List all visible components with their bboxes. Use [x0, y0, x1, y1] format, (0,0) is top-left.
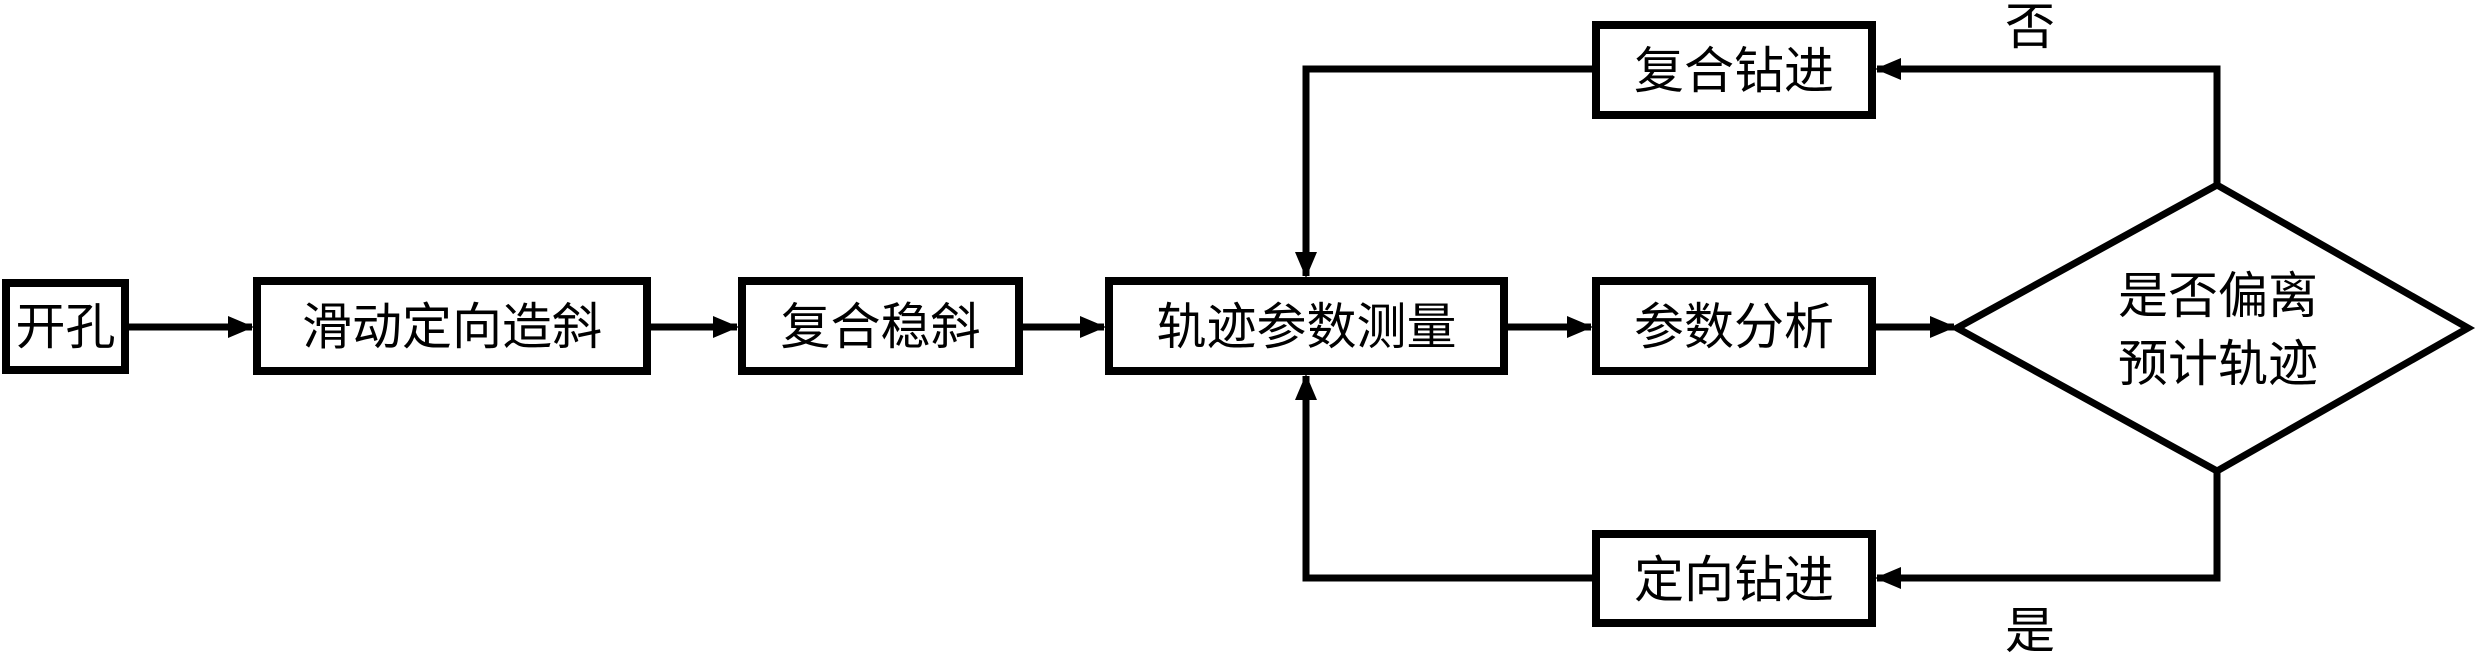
node-fuhe-wenxie-label: 复合稳斜 — [781, 298, 981, 356]
node-huadong-label: 滑动定向造斜 — [302, 298, 602, 356]
node-guiji-celiang-label: 轨迹参数测量 — [1157, 298, 1457, 356]
node-huadong-dingxiang-zaoxie: 滑动定向造斜 — [253, 277, 651, 375]
node-guiji-celiang-box — [1105, 277, 1508, 375]
node-fuhe-wenxie-box — [738, 277, 1023, 375]
node-decision-pianli: 是否偏离 预计轨迹 — [1949, 180, 2476, 476]
node-dingxiang-zuanjin-label: 定向钻进 — [1634, 551, 1834, 609]
edge-dingxiang-zuanjin-to-celiang — [1295, 374, 1592, 582]
node-kaikong: 开孔 — [2, 279, 129, 374]
node-dingxiang-zuanjin-box — [1592, 530, 1876, 627]
edge-decision-to-fuhe-zuanjin — [1875, 58, 2221, 185]
decision-diamond — [1949, 180, 2476, 476]
edge-fuhe-zuanjin-to-celiang — [1295, 65, 1592, 278]
edges — [129, 58, 2221, 589]
node-dingxiang-zuanjin: 定向钻进 — [1592, 530, 1876, 627]
node-guiji-canshu-celiang: 轨迹参数测量 — [1105, 277, 1508, 375]
node-huadong-box — [253, 277, 651, 375]
decision-label-line1: 是否偏离 — [2118, 267, 2318, 325]
node-fuhe-zuanjin-label: 复合钻进 — [1634, 42, 1834, 100]
edge-label-no: 否 — [2005, 0, 2055, 56]
node-fuhe-zuanjin: 复合钻进 — [1592, 21, 1876, 119]
node-canshu-fenxi-box — [1592, 277, 1876, 375]
node-kaikong-label: 开孔 — [16, 298, 116, 356]
edge-decision-to-dingxiang-zuanjin — [1875, 471, 2221, 589]
node-fuhe-wenxie: 复合稳斜 — [738, 277, 1023, 375]
node-fuhe-zuanjin-box — [1592, 21, 1876, 119]
node-kaikong-box — [2, 279, 129, 374]
node-canshu-fenxi-label: 参数分析 — [1634, 298, 1834, 356]
edge-label-yes: 是 — [2005, 602, 2055, 654]
node-canshu-fenxi: 参数分析 — [1592, 277, 1876, 375]
decision-label-line2: 预计轨迹 — [2118, 335, 2318, 393]
